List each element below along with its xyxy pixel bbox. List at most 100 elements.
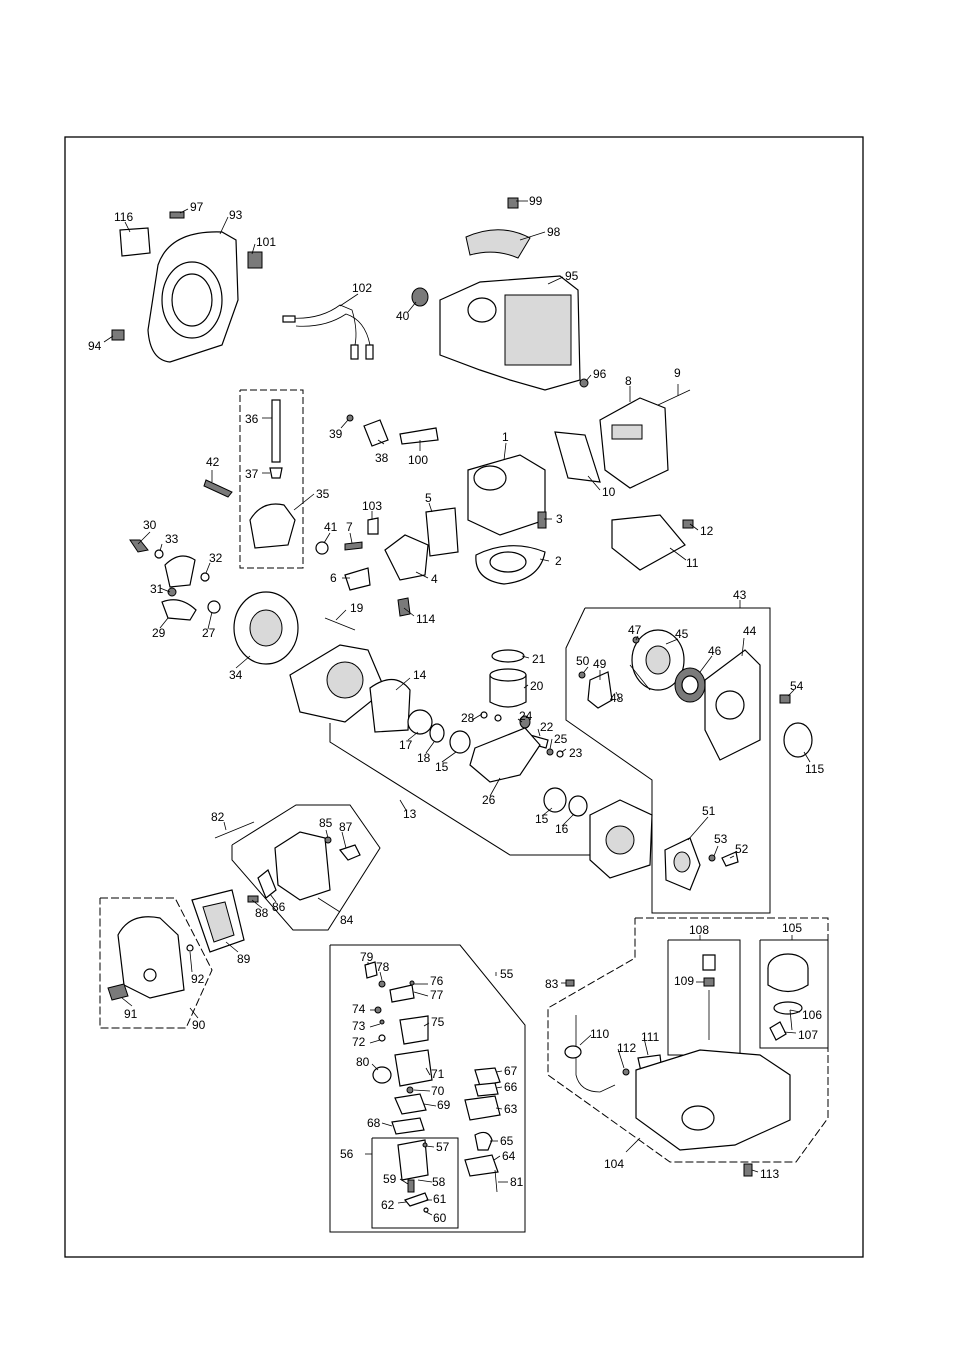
label-53: 53: [714, 832, 728, 846]
label-49: 49: [593, 657, 607, 671]
label-88: 88: [255, 906, 269, 920]
label-21: 21: [532, 652, 546, 666]
label-3: 3: [556, 512, 563, 526]
label-71: 71: [431, 1067, 445, 1081]
label-57: 57: [436, 1140, 450, 1154]
label-113: 113: [760, 1167, 779, 1181]
label-14: 14: [413, 668, 427, 682]
label-13: 13: [403, 807, 417, 821]
label-50: 50: [576, 654, 590, 668]
label-8: 8: [625, 374, 632, 388]
diagram-frame: [64, 136, 864, 1258]
label-42: 42: [206, 455, 220, 469]
label-28: 28: [461, 711, 475, 725]
label-86: 86: [272, 900, 286, 914]
label-78: 78: [376, 960, 390, 974]
label-90: 90: [192, 1018, 206, 1032]
label-40: 40: [396, 309, 410, 323]
label-110: 110: [590, 1027, 609, 1041]
label-76: 76: [430, 974, 444, 988]
label-7: 7: [346, 520, 353, 534]
label-11: 11: [686, 556, 699, 570]
label-48: 48: [610, 691, 624, 705]
label-43: 43: [733, 588, 747, 602]
label-61: 61: [433, 1192, 447, 1206]
label-107: 107: [798, 1028, 818, 1042]
label-6: 6: [330, 571, 337, 585]
label-85: 85: [319, 816, 333, 830]
label-22: 22: [540, 720, 554, 734]
label-69: 69: [437, 1098, 451, 1112]
label-26: 26: [482, 793, 496, 807]
label-23: 23: [569, 746, 583, 760]
label-111: 111: [641, 1030, 660, 1044]
label-66: 66: [504, 1080, 518, 1094]
label-103: 103: [362, 499, 382, 513]
label-97: 97: [190, 200, 204, 214]
label-109: 109: [674, 974, 694, 988]
label-27: 27: [202, 626, 216, 640]
label-35: 35: [316, 487, 330, 501]
label-9: 9: [674, 366, 681, 380]
label-70: 70: [431, 1084, 445, 1098]
label-101: 101: [256, 235, 276, 249]
label-68: 68: [367, 1116, 381, 1130]
label-81: 81: [510, 1175, 524, 1189]
label-93: 93: [229, 208, 243, 222]
label-39: 39: [329, 427, 343, 441]
part-drawings: [107, 197, 813, 1213]
label-95: 95: [565, 269, 579, 283]
label-59: 59: [383, 1172, 397, 1186]
label-73: 73: [352, 1019, 366, 1033]
label-24: 24: [519, 709, 533, 723]
label-16b: 16: [555, 822, 569, 836]
label-83: 83: [545, 977, 559, 991]
label-84: 84: [340, 913, 354, 927]
label-58: 58: [432, 1175, 446, 1189]
label-36: 36: [245, 412, 259, 426]
label-105: 105: [782, 921, 802, 935]
label-82: 82: [211, 810, 225, 824]
label-106: 106: [802, 1008, 822, 1022]
label-115: 115: [805, 762, 824, 776]
label-55: 55: [500, 967, 514, 981]
label-99: 99: [529, 194, 543, 208]
label-112: 112: [617, 1041, 636, 1055]
label-63: 63: [504, 1102, 518, 1116]
label-92: 92: [191, 972, 205, 986]
label-77: 77: [430, 988, 444, 1002]
label-60: 60: [433, 1211, 447, 1225]
label-20: 20: [530, 679, 544, 693]
label-47: 47: [628, 623, 642, 637]
label-91: 91: [124, 1007, 138, 1021]
label-17: 17: [399, 738, 413, 752]
label-18: 18: [417, 751, 431, 765]
label-65: 65: [500, 1134, 514, 1148]
label-54: 54: [790, 679, 804, 693]
label-98: 98: [547, 225, 561, 239]
label-56: 56: [340, 1147, 354, 1161]
label-94: 94: [88, 339, 102, 353]
label-89: 89: [237, 952, 251, 966]
label-30: 30: [143, 518, 157, 532]
label-32: 32: [209, 551, 223, 565]
part-labels: 116 97 93 101 94 102 40 99 98 95 96 8 9 …: [88, 194, 824, 1225]
label-102: 102: [352, 281, 372, 295]
label-74: 74: [352, 1002, 366, 1016]
label-1: 1: [502, 430, 509, 444]
label-25: 25: [554, 732, 568, 746]
label-38: 38: [375, 451, 389, 465]
label-79: 79: [360, 950, 374, 964]
label-19: 19: [350, 601, 364, 615]
label-116: 116: [114, 210, 133, 224]
label-46: 46: [708, 644, 722, 658]
label-100: 100: [408, 453, 428, 467]
label-64: 64: [502, 1149, 516, 1163]
label-12: 12: [700, 524, 714, 538]
label-75: 75: [431, 1015, 445, 1029]
label-104: 104: [604, 1157, 624, 1171]
label-37: 37: [245, 467, 259, 481]
label-87: 87: [339, 820, 353, 834]
label-80: 80: [356, 1055, 370, 1069]
